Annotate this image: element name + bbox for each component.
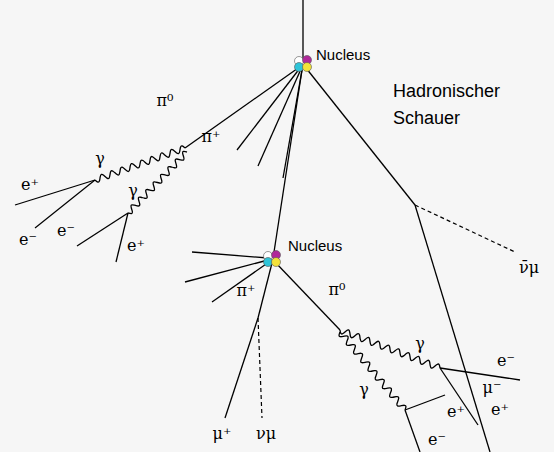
- particle-label: μ⁻: [483, 379, 502, 397]
- annotation-label: Nucleus: [288, 238, 342, 255]
- particle-label: e⁻: [497, 352, 515, 370]
- particle-label: π⁰: [157, 92, 174, 110]
- electron-track: [440, 368, 478, 425]
- primary-track: [302, 0, 303, 62]
- electron-track: [405, 410, 420, 452]
- neutrino-track: [415, 205, 515, 252]
- particle-label: e⁺: [447, 403, 465, 421]
- photon-track: [339, 332, 406, 410]
- nucleon: [295, 63, 304, 72]
- electron-track: [35, 180, 95, 228]
- particle-label: e⁺: [127, 237, 145, 255]
- particle-label: ν̄μ: [519, 259, 539, 277]
- neutrino-track: [258, 318, 262, 418]
- hadron-track: [274, 70, 302, 252]
- electron-track: [405, 395, 445, 410]
- particle-label: e⁻: [428, 431, 446, 449]
- hadron-track: [212, 262, 269, 302]
- hadron-track: [192, 252, 268, 258]
- particle-label: e⁻: [19, 231, 37, 249]
- particle-label: e⁻: [57, 222, 75, 240]
- annotation-label: Hadronischer Schauer: [393, 78, 517, 132]
- particle-label: π⁰: [329, 281, 346, 299]
- neutrino-tracks: [258, 205, 515, 418]
- particle-label: π⁺: [237, 282, 256, 300]
- photon-track: [95, 146, 185, 182]
- particle-label: e⁺: [491, 401, 509, 419]
- particle-label: γ: [415, 335, 425, 353]
- particle-label: e⁺: [21, 176, 39, 194]
- nucleon: [303, 63, 312, 72]
- muon-track: [415, 205, 490, 452]
- nucleon: [272, 258, 281, 267]
- photon-tracks: [95, 146, 440, 410]
- particle-label: γ: [359, 381, 369, 399]
- annotation-label: Nucleus: [316, 47, 370, 64]
- muon-track: [225, 318, 258, 418]
- particle-label: γ: [128, 182, 138, 200]
- electron-track: [440, 368, 520, 380]
- particle-label: νμ: [256, 425, 276, 443]
- particle-label: π⁺: [202, 128, 221, 146]
- electron-track: [77, 213, 128, 246]
- particle-label: μ⁺: [213, 425, 232, 443]
- particle-label: γ: [95, 150, 105, 168]
- particle-tracks: [15, 0, 520, 452]
- photon-track: [128, 151, 187, 213]
- nucleon: [264, 258, 273, 267]
- pion-track: [258, 263, 272, 318]
- nucleus-symbol: [264, 251, 281, 267]
- electron-track: [116, 213, 128, 262]
- nucleus-symbol: [295, 56, 312, 72]
